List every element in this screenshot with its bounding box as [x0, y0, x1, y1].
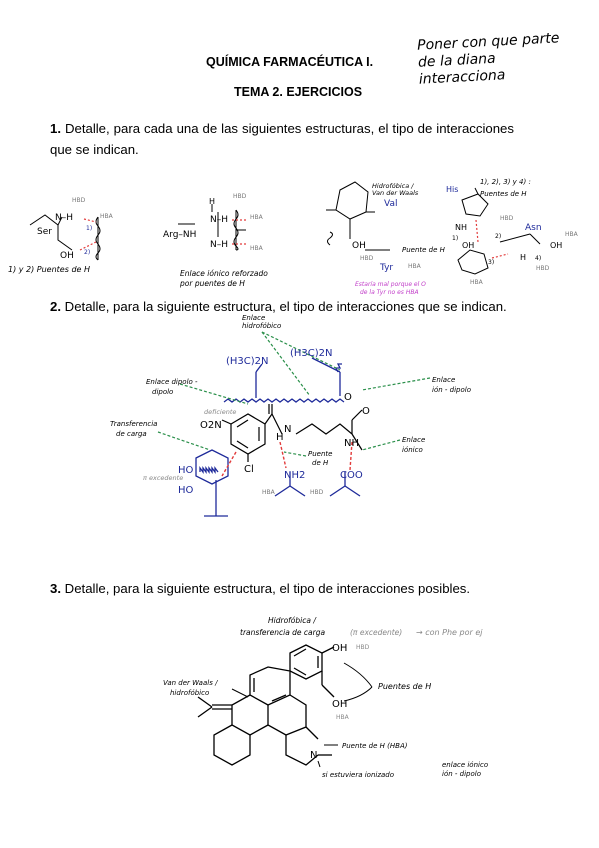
svg-text:(π excedente): (π excedente) — [350, 628, 402, 637]
svg-text:N–H: N–H — [210, 215, 228, 225]
svg-text:O: O — [362, 406, 370, 417]
figure-3: Hidrofóbica / transferencia de carga (π … — [163, 616, 488, 779]
fig1-a-nh: N–H — [55, 213, 73, 223]
svg-text:HBD: HBD — [233, 193, 247, 200]
svg-text:HBD: HBD — [536, 265, 550, 272]
svg-text:His: His — [446, 185, 458, 194]
svg-text:Puente de H (HBA): Puente de H (HBA) — [342, 742, 408, 750]
svg-text:(H3C)2N: (H3C)2N — [226, 356, 269, 367]
svg-text:Enlace: Enlace — [402, 436, 425, 444]
fig1-c-note-2: de la Tyr no es HBA — [360, 289, 419, 296]
svg-text:H: H — [520, 253, 526, 262]
svg-text:HBD: HBD — [500, 215, 514, 222]
svg-text:HBA: HBA — [565, 231, 579, 238]
svg-text:de H: de H — [312, 459, 329, 467]
svg-text:Enlace: Enlace — [432, 376, 455, 384]
page-title: QUÍMICA FARMACÉUTICA I. — [206, 55, 374, 69]
svg-text:COO: COO — [340, 470, 363, 481]
svg-text:Tyr: Tyr — [379, 263, 393, 273]
svg-text:Hidrofóbica /: Hidrofóbica / — [268, 616, 317, 625]
svg-text:OH: OH — [352, 241, 366, 251]
svg-text:transferencia de carga: transferencia de carga — [240, 628, 325, 637]
fig1-a-hbd: HBD — [72, 197, 86, 204]
fig1-ser-label: Ser — [37, 227, 52, 237]
svg-text:iónico: iónico — [402, 446, 423, 454]
fig1-arg-label: Arg–NH — [163, 230, 196, 240]
svg-text:1): 1) — [86, 225, 92, 232]
svg-text:ión - dipolo: ión - dipolo — [442, 770, 481, 778]
svg-text:deficiente: deficiente — [204, 408, 236, 416]
svg-text:de carga: de carga — [116, 430, 147, 438]
svg-text:NH: NH — [455, 223, 467, 232]
svg-text:Puente: Puente — [308, 450, 332, 458]
svg-text:HBD: HBD — [356, 644, 370, 651]
svg-text:OH: OH — [332, 699, 347, 710]
page-subtitle: TEMA 2. EJERCICIOS — [234, 85, 363, 99]
svg-text:Val: Val — [384, 199, 397, 209]
fig1-a-caption: 1) y 2) Puentes de H — [8, 265, 90, 274]
svg-text:N: N — [284, 424, 291, 435]
svg-text:N: N — [310, 750, 317, 761]
svg-text:Van der Waals /: Van der Waals / — [163, 679, 218, 687]
svg-text:enlace iónico: enlace iónico — [442, 761, 488, 769]
svg-text:HBA: HBA — [262, 489, 276, 496]
svg-text:HO: HO — [178, 465, 194, 476]
svg-text:1): 1) — [452, 235, 458, 242]
svg-text:HBD: HBD — [360, 255, 374, 262]
svg-text:Puente de H: Puente de H — [402, 246, 446, 254]
svg-text:hidrofóbico: hidrofóbico — [242, 322, 281, 330]
svg-text:HBA: HBA — [336, 714, 350, 721]
svg-text:dipolo: dipolo — [152, 388, 173, 396]
figure-2: Enlace hidrofóbico Enlace dipolo - dipol… — [110, 314, 471, 517]
svg-text:HBA: HBA — [470, 279, 484, 286]
svg-text:N–H: N–H — [210, 240, 228, 250]
svg-text:H: H — [276, 432, 284, 443]
svg-text:2): 2) — [84, 249, 90, 256]
exercise-3-text: 3. Detalle, para la siguiente estructura… — [50, 581, 471, 596]
svg-text:π excedente: π excedente — [143, 474, 183, 482]
exercise-1-text: 1. Detalle, para cada una de las siguien… — [50, 121, 514, 157]
figure-1: Ser N–H OH HBD HBA 1) 2) 1) y 2) Puentes… — [8, 178, 579, 296]
svg-text:2): 2) — [495, 233, 501, 240]
svg-text:NH2: NH2 — [284, 470, 305, 481]
svg-text:→ con Phe por ej: → con Phe por ej — [416, 628, 483, 637]
svg-text:Enlace dipolo -: Enlace dipolo - — [146, 378, 198, 386]
svg-text:Cl: Cl — [244, 464, 254, 475]
handwritten-note: Poner con que parte de la diana interacc… — [416, 30, 560, 88]
svg-text:4): 4) — [535, 255, 541, 262]
svg-text:HBA: HBA — [250, 214, 264, 221]
svg-text:Transferencia: Transferencia — [110, 420, 157, 428]
fig1-c-note-1: Estaría mal porque el O — [355, 281, 426, 288]
fig1-a-hba: HBA — [100, 213, 114, 220]
svg-text:ión - dipolo: ión - dipolo — [432, 386, 471, 394]
svg-text:3): 3) — [488, 259, 494, 266]
svg-text:HBA: HBA — [408, 263, 422, 270]
fig1-b-caption-1: Enlace iónico reforzado — [180, 269, 268, 278]
svg-text:1), 2), 3) y 4) :: 1), 2), 3) y 4) : — [480, 178, 531, 186]
svg-text:Van der Waals: Van der Waals — [372, 189, 419, 197]
svg-text:OH: OH — [332, 643, 347, 654]
svg-text:Enlace: Enlace — [242, 314, 265, 322]
svg-text:HBA: HBA — [250, 245, 264, 252]
svg-text:(H3C)2N: (H3C)2N — [290, 348, 333, 359]
svg-text:Asn: Asn — [525, 223, 542, 233]
svg-text:Puentes de H: Puentes de H — [378, 682, 431, 691]
svg-text:Hidrofóbica /: Hidrofóbica / — [372, 182, 414, 190]
svg-text:Puentes de H: Puentes de H — [480, 190, 527, 198]
svg-text:OH: OH — [550, 241, 562, 250]
fig1-b-caption-2: por puentes de H — [179, 279, 245, 288]
exercise-2-text: 2. Detalle, para la siguiente estructura… — [50, 299, 507, 314]
svg-text:si estuviera ionizado: si estuviera ionizado — [322, 771, 394, 779]
svg-text:O: O — [344, 392, 352, 403]
svg-text:OH: OH — [462, 241, 474, 250]
fig1-a-oh: OH — [60, 251, 74, 261]
svg-text:O2N: O2N — [200, 420, 222, 431]
svg-text:HBD: HBD — [310, 489, 324, 496]
svg-text:HO: HO — [178, 485, 194, 496]
svg-text:hidrofóbico: hidrofóbico — [170, 689, 209, 697]
svg-text:H: H — [209, 197, 215, 206]
svg-text:NH: NH — [344, 438, 359, 449]
